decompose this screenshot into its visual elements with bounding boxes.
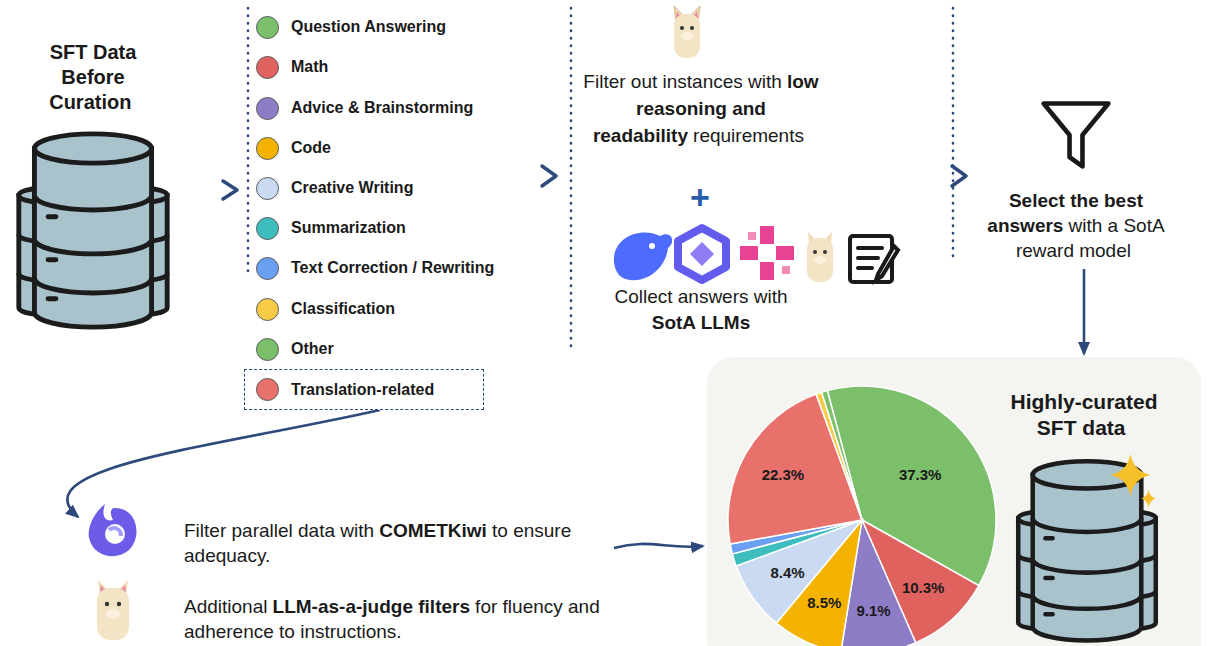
dotted-separators [248,8,953,348]
pie-percent: 37.3% [899,466,942,483]
connector [1083,269,1086,354]
llama-icon [674,6,700,58]
filter-block: Filter parallel data withCOMETKiwito ens… [80,503,612,643]
category-dot [256,378,279,401]
heading: SFT Data Before Curation [23,40,163,115]
legend-swatch [256,298,279,321]
text-block: Filter parallel data withCOMETKiwito ens… [184,518,612,568]
legend-swatch [256,16,279,39]
legend-text: Creative Writing [291,179,413,197]
legend-row: Classification [256,296,395,322]
pie-percent: 10.3% [902,579,945,596]
heading: Highly-curated SFT data [999,389,1169,441]
legend-text: Classification [291,300,395,318]
legend-swatch [256,137,279,160]
plus-sign: + [678,180,722,214]
llama-icon [97,580,129,640]
legend-row: Other [256,336,334,362]
icon-wrap [8,127,178,332]
legend-text: Advice & Brainstorming [291,99,473,117]
legend-swatch [256,217,279,240]
legend-text: Summarization [291,219,406,237]
text-block: Select the best answerswith a SotA rewar… [983,188,1169,263]
connector [67,410,380,517]
legend-text: Code [291,139,331,157]
cometkiwi-icon [89,504,137,556]
pie-percent: 22.3% [762,466,805,483]
legend-swatch [256,56,279,79]
pie-percent: 8.5% [807,594,841,611]
icon-wrap [1007,455,1167,645]
node-text: Additional [184,596,267,617]
node-text: Translation-related [291,381,434,399]
database-node: SFT Data Before Curation [8,40,178,332]
plus-text: + [690,178,710,216]
legend-row: Advice & Brainstorming [256,95,473,121]
icon-wrap [983,98,1169,172]
node-text: LLM-as-a-judge filters [273,596,470,617]
legend-row: Creative Writing [256,175,413,201]
llm-logos [614,226,898,282]
legend-text: Question Answering [291,18,446,36]
dashed-box: Translation-related [244,369,484,410]
note-text: Filter out instances with [583,71,782,92]
legend-text: Other [291,340,334,358]
node-text: COMETKiwi [379,520,487,541]
note-block: Filter out instances withlow reasoning a… [583,68,819,149]
connector [614,544,703,548]
chevrons [223,166,966,199]
legend-text: Math [291,58,328,76]
legend-row: Math [256,54,328,80]
pie-percent: 8.4% [770,564,804,581]
legend-text: Text Correction / Rewriting [291,259,494,277]
funnel-icon [1039,98,1113,172]
node-text: Highly-curated SFT data [1010,390,1157,439]
pie-percent: 9.1% [856,602,890,619]
legend-row: Question Answering [256,14,446,40]
pie-slice [822,391,862,520]
text-block: AdditionalLLM-as-a-judge filtersfor flue… [184,594,612,644]
node-text: SFT Data Before Curation [49,41,136,113]
pie-slice [816,392,862,520]
legend-swatch [256,177,279,200]
funnel-node: Select the best answerswith a SotA rewar… [983,98,1169,263]
note-block: Collect answers withSotA LLMs [583,284,819,336]
note-text: Collect answers with [583,284,819,310]
legend-row: Summarization [256,215,406,241]
note-text: requirements [693,125,804,146]
legend-swatch [256,97,279,120]
legend-swatch [256,257,279,280]
legend-row: Text Correction / Rewriting [256,255,494,281]
node-text: Filter parallel data with [184,520,374,541]
database-icon [1007,455,1167,645]
database-icon [13,127,173,332]
legend-row: Code [256,135,331,161]
legend-swatch [256,338,279,361]
note-text: SotA LLMs [583,310,819,336]
